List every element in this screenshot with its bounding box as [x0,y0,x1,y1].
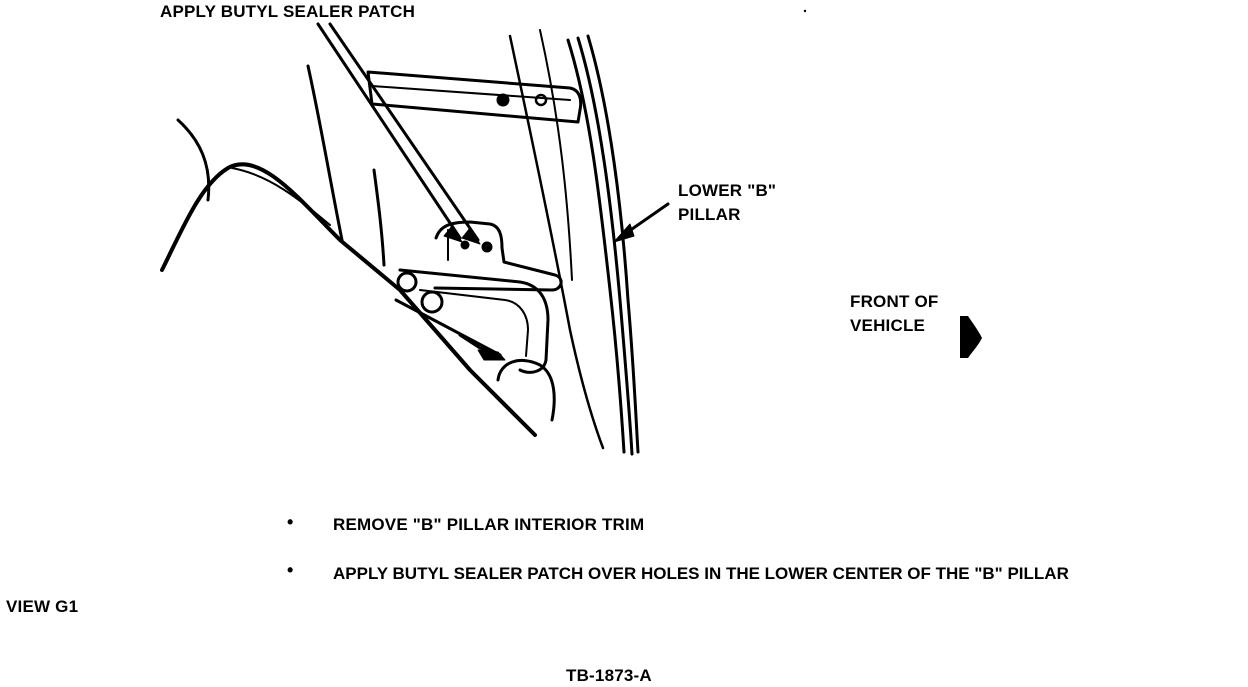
upper-bracket-inner [371,85,571,101]
front-of-vehicle-line2: VEHICLE [850,316,926,335]
pillar-line-2 [539,29,573,281]
seat-contour [176,118,211,202]
pillar-line-3 [566,38,626,454]
sealer-arrowhead-2 [461,227,481,245]
view-label: VIEW G1 [6,597,79,616]
fitting-lower [420,290,444,314]
lower-knob [496,359,556,422]
panel-line-mid [372,168,386,267]
lower-knob-shadow [477,349,506,361]
instruction-1: REMOVE "B" PILLAR INTERIOR TRIM [333,515,645,534]
pillar-line-4 [576,36,634,456]
pillar-line-5 [586,34,640,454]
figure-code: TB-1873-A [566,666,652,685]
front-direction-arrow-icon [960,316,982,358]
bullet-2: • [287,560,294,580]
lower-b-arrowhead [613,223,635,243]
sealer-hole-right [481,241,493,253]
bracket-hole-open [534,93,548,107]
sealer-patch-callout: APPLY BUTYL SEALER PATCH [160,2,416,21]
sealer-leader-1 [316,22,462,240]
pillar-line-1 [508,34,605,450]
bracket-arm [398,268,550,374]
fitting-upper [396,271,418,293]
lower-door-edge [160,162,537,437]
upper-bracket [366,70,583,124]
sealer-arrowhead-1 [443,225,463,243]
panel-line-left [306,64,344,242]
sealer-leader-2 [328,22,480,242]
bracket-arm-inner [419,289,529,357]
sealer-hole-left [460,240,470,250]
front-of-vehicle-line1: FRONT OF [850,292,939,311]
bracket-hole-solid [496,93,510,107]
instruction-2: APPLY BUTYL SEALER PATCH OVER HOLES IN T… [333,564,1069,583]
stray-dot [803,9,807,13]
lower-b-pillar-callout-line1: LOWER "B" [678,181,777,200]
bullet-1: • [287,512,294,532]
inner-sill-line [231,167,331,226]
lower-b-pillar-callout-line2: PILLAR [678,205,741,224]
